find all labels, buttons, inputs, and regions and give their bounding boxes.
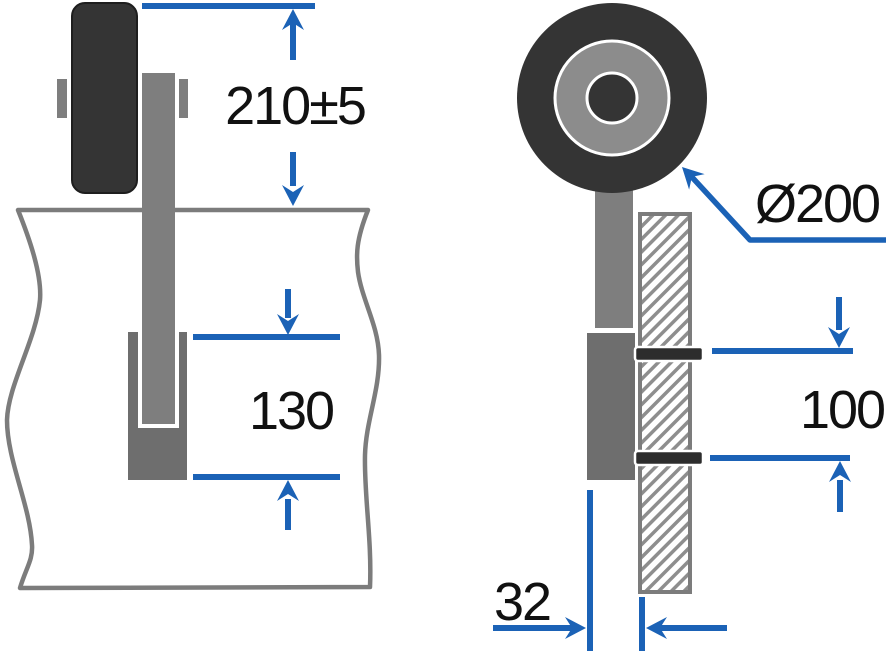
dimension-32: 32 [493,490,727,651]
wheel-side-profile [71,2,138,194]
arrow-right-icon [565,617,586,639]
dim-label-32: 32 [494,572,550,632]
arrow-down-icon [282,185,304,206]
leader-line [687,173,886,243]
dim-label-diameter: Ø200 [755,174,879,234]
transom-plate-hatched [638,212,692,594]
arrow-up-icon [282,9,304,30]
dim-label-100: 100 [800,380,884,440]
dim-label-210: 210±5 [225,76,365,136]
arrow-upleft-icon [682,167,705,190]
arrow-down-icon [277,314,299,335]
bracket-bar-side [142,73,175,424]
arrow-up-icon [277,480,299,501]
side-view: 210±5 130 [4,2,382,591]
dimension-210: 210±5 [142,3,367,206]
bracket-slider-block [587,333,635,480]
arrow-up-icon [829,461,851,482]
arrow-down-icon [828,327,850,348]
wheel-hub [585,71,639,125]
dimension-diameter: Ø200 [682,167,886,243]
clamp-bolt-bottom [633,449,705,467]
dimension-100: 100 [710,297,886,512]
clamp-bolt-top [633,345,705,363]
dimension-130: 130 [193,289,340,530]
arrow-left-icon [646,617,667,639]
axle-stub-left [57,79,67,118]
front-view: Ø200 100 32 [493,3,886,651]
dim-label-130: 130 [249,381,333,441]
axle-stub-right [179,79,188,118]
